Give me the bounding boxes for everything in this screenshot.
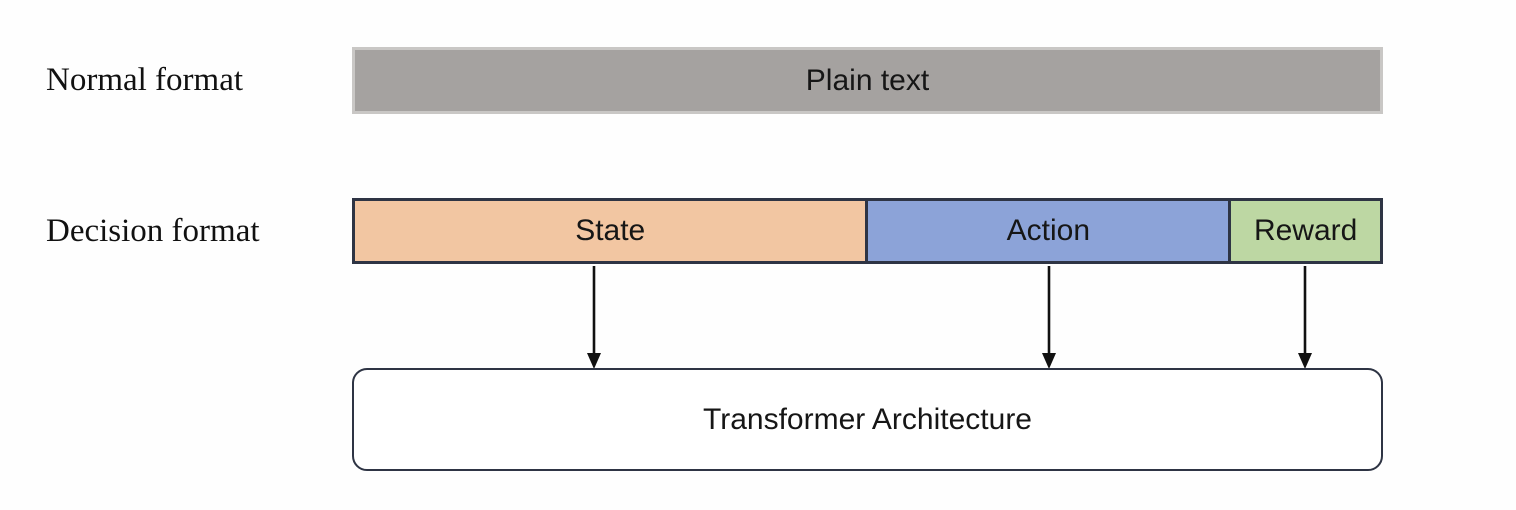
decision-format-label: Decision format [46,212,260,249]
normal-format-label: Normal format [46,62,244,98]
decision-format-bar: State Action Reward [352,198,1383,264]
transformer-architecture-label: Transformer Architecture [703,402,1032,436]
state-segment-label: State [575,214,646,247]
reward-segment-label: Reward [1253,214,1358,247]
action-segment-label: Action [1006,214,1091,247]
plain-text-bar-label: Plain text [805,63,930,97]
state-segment: State [355,201,866,261]
plain-text-bar: Plain text [352,47,1383,114]
action-segment: Action [865,201,1229,261]
action-down-arrow-icon [1042,266,1056,369]
reward-segment: Reward [1228,201,1380,261]
state-down-arrow-icon [587,266,601,369]
transformer-architecture-box: Transformer Architecture [352,368,1383,471]
reward-down-arrow-icon [1298,266,1312,369]
